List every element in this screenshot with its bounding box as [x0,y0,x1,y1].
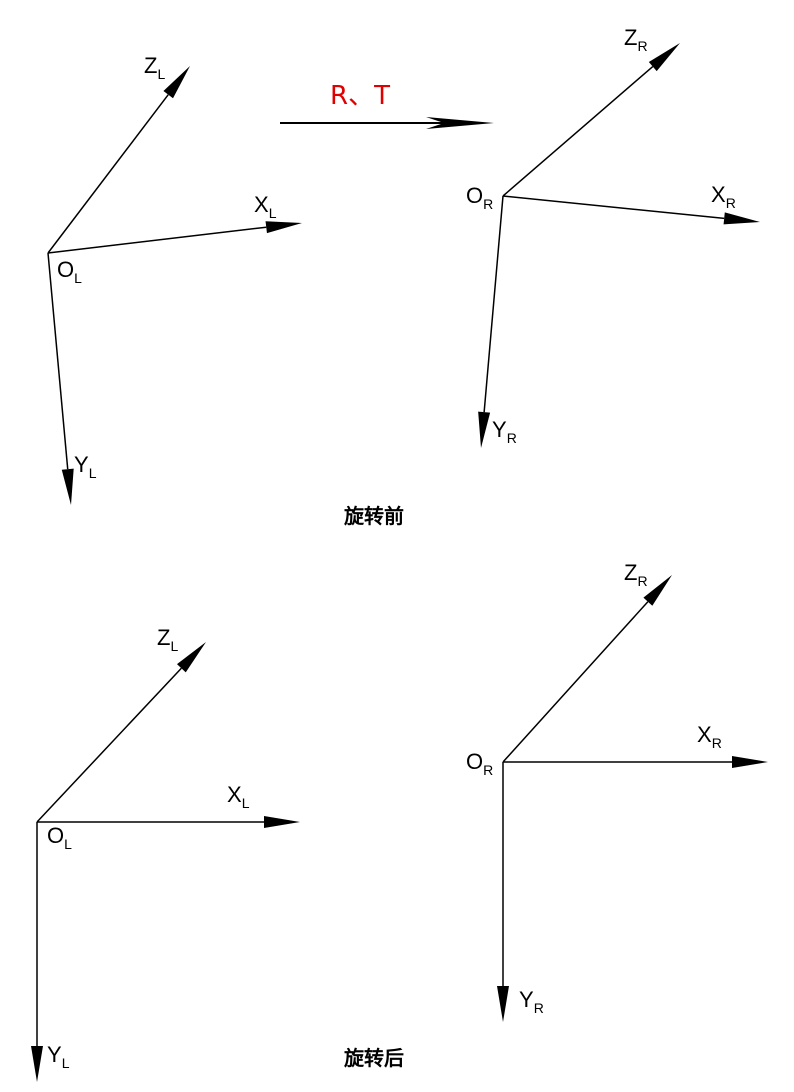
y-axis-label: YR [519,987,544,1016]
x-axis-label: XR [711,182,736,211]
origin-label: OR [466,749,493,778]
y-axis-arrowhead [31,1046,43,1082]
z-axis-line [36,667,182,823]
origin-label: OL [47,823,72,852]
y-axis-arrowhead [478,411,491,448]
z-axis-label: ZR [624,560,648,589]
z-axis-arrowhead [176,642,206,673]
x-axis-line [502,195,725,220]
origin-label: OL [57,257,82,286]
z-axis-label: ZL [157,625,178,654]
x-axis-label: XL [227,782,250,811]
y-axis-line [483,195,504,413]
z-axis-line [502,601,649,763]
origin-label: OR [466,183,493,212]
y-axis-line [47,252,69,470]
x-axis-arrowhead [265,221,302,234]
z-axis-arrowhead [163,66,190,99]
y-axis-label: YR [492,417,517,446]
y-axis-arrowhead [61,468,74,505]
z-axis-arrowhead [648,43,680,72]
y-axis-label: YL [47,1042,70,1071]
transform-arrow-head [426,117,494,129]
x-axis-arrowhead [264,816,300,828]
x-axis-arrowhead [723,212,760,225]
caption-after-rotation: 旋转后 [343,1046,404,1070]
x-axis-label: XL [254,192,277,221]
y-axis-arrowhead [497,986,509,1022]
z-axis-label: ZL [144,53,165,82]
z-axis-line [502,65,654,197]
transform-label: R、T [330,81,390,111]
caption-before-rotation: 旋转前 [343,504,404,528]
transform-arrow [280,117,494,129]
x-axis-label: XR [697,722,722,751]
x-axis-line [47,226,267,254]
axes-layer [31,43,768,1082]
z-axis-line [47,94,169,254]
x-axis-arrowhead [732,756,768,768]
z-axis-arrowhead [643,575,672,606]
y-axis-label: YL [74,452,97,481]
z-axis-label: ZR [624,25,648,54]
